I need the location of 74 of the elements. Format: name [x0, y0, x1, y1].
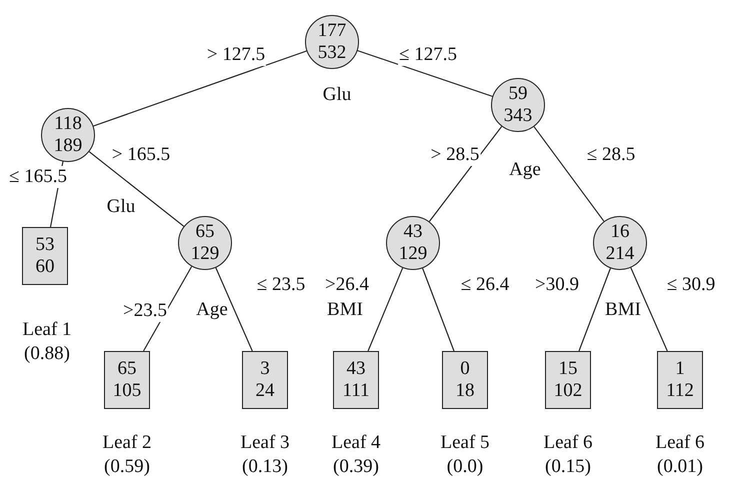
node-caption: Leaf 4 [331, 431, 381, 455]
connector-line [422, 268, 454, 352]
split-node-circle [491, 78, 545, 132]
node-count: 129 [398, 243, 428, 265]
node-caption: Glu [106, 195, 136, 219]
node-count: 0 [460, 358, 470, 380]
node-count: 1 [675, 358, 685, 380]
edge-label: > 127.5 [206, 44, 266, 66]
leaf-node-box [22, 227, 68, 285]
node-count: 60 [36, 256, 54, 278]
node-caption: (0.13) [242, 455, 288, 479]
leaf-node-box [442, 351, 488, 409]
node-caption: BMI [605, 298, 641, 322]
node-count: 105 [112, 380, 142, 402]
node-count: 118 [54, 113, 82, 135]
node-count: 112 [666, 380, 694, 402]
leaf-node-box [545, 351, 591, 409]
node-caption: Leaf 2 [102, 431, 152, 455]
connector-line [88, 151, 184, 227]
node-caption: Glu [322, 83, 352, 107]
node-caption: Age [509, 158, 541, 182]
node-caption: (0.59) [104, 455, 150, 479]
split-node-circle [305, 15, 359, 69]
node-count: 43 [346, 358, 366, 380]
split-node-circle [41, 108, 95, 162]
leaf-node-box [104, 351, 150, 409]
connector-line [93, 50, 307, 127]
connector-line [215, 268, 253, 352]
node-count: 189 [54, 135, 82, 157]
node-caption: (0.15) [545, 455, 591, 479]
connector-line [357, 50, 493, 97]
edge-label: ≤ 127.5 [398, 44, 458, 66]
node-count: 24 [256, 380, 274, 402]
node-caption: Leaf 3 [240, 431, 290, 455]
connector-line [368, 268, 404, 352]
node-count: 129 [190, 243, 220, 265]
node-caption: Leaf 6 [655, 431, 705, 455]
node-count: 177 [318, 20, 346, 42]
leaf-node-box [657, 351, 703, 409]
node-count: 53 [36, 234, 54, 256]
node-caption: (0.0) [446, 455, 484, 479]
node-count: 65 [118, 358, 136, 380]
node-caption: (0.88) [24, 342, 70, 366]
node-count: 214 [606, 243, 634, 265]
split-node-circle [386, 216, 440, 270]
connector-line [630, 268, 668, 352]
split-node-circle [593, 216, 647, 270]
node-count: 43 [404, 221, 422, 243]
node-count: 18 [456, 380, 474, 402]
node-caption: Age [196, 298, 228, 322]
node-count: 532 [318, 42, 346, 64]
connector-line [578, 268, 611, 352]
connector-line [534, 126, 604, 222]
edge-label: ≤ 165.5 [8, 166, 68, 188]
node-caption: Leaf 5 [440, 431, 490, 455]
edge-label: > 28.5 [430, 144, 480, 166]
node-count: 16 [610, 221, 630, 243]
node-count: 102 [554, 380, 582, 402]
node-count: 65 [196, 221, 214, 243]
leaf-node-box [333, 351, 379, 409]
split-node-circle [178, 216, 232, 270]
node-caption: Leaf 1 [22, 318, 72, 342]
node-count: 59 [508, 83, 528, 105]
node-count: 111 [342, 380, 370, 402]
node-count: 3 [260, 358, 270, 380]
node-caption: BMI [327, 298, 363, 322]
leaf-node-box [242, 351, 288, 409]
node-caption: Leaf 6 [543, 431, 593, 455]
node-count: 343 [504, 105, 532, 127]
node-count: 15 [558, 358, 578, 380]
node-caption: (0.39) [333, 455, 379, 479]
connector-line [428, 126, 502, 222]
node-caption: (0.01) [657, 455, 703, 479]
edge-label: >23.5 [122, 300, 168, 322]
